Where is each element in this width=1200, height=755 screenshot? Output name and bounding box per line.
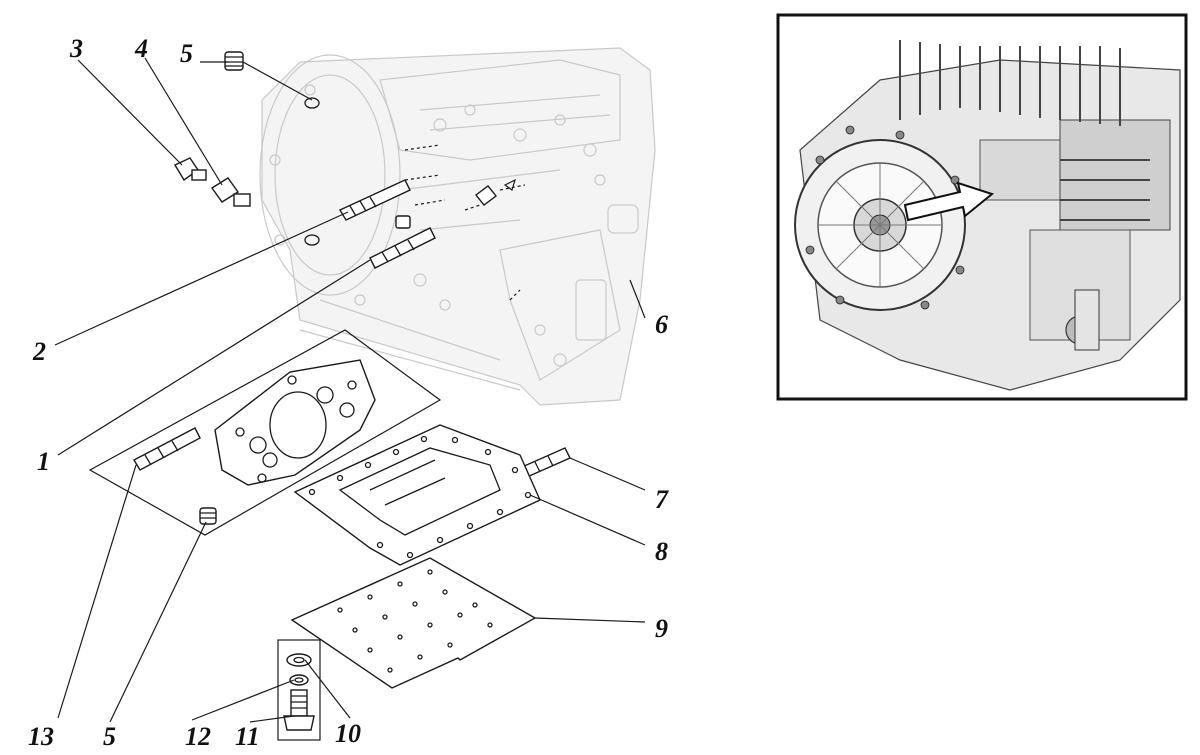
callout-2: 2: [32, 337, 46, 366]
callout-7: 7: [655, 485, 669, 514]
stud-right: [521, 447, 571, 478]
callout-13: 13: [28, 722, 54, 751]
mounting-arrows: [404, 144, 526, 301]
stud-upper: [338, 179, 411, 221]
transmission-housing: [259, 47, 656, 406]
callout-10: 10: [335, 719, 361, 748]
callout-5-top: 5: [180, 39, 193, 68]
screw-plug: [174, 157, 207, 182]
cover-plate: [290, 557, 537, 689]
callout-12: 12: [185, 722, 211, 751]
plug-bottom: [199, 507, 217, 525]
hex-screw: [283, 689, 315, 731]
callout-1: 1: [37, 447, 50, 476]
callout-4: 4: [134, 34, 148, 63]
inset-photo-transmission: [776, 13, 1188, 401]
cover-gasket: [293, 424, 541, 566]
callout-labels: 3 4 5 2 6 1 7 8 9 13 5 12 11 10: [28, 34, 669, 751]
callout-11: 11: [235, 722, 260, 751]
fitting: [210, 177, 251, 207]
callout-9: 9: [655, 614, 668, 643]
adapter-gasket: [214, 359, 376, 486]
stud-lower: [369, 185, 497, 269]
washer-small: [289, 674, 309, 686]
stud-long: [133, 427, 201, 471]
callout-8: 8: [655, 537, 668, 566]
callout-6: 6: [655, 310, 668, 339]
callout-5-bottom: 5: [103, 722, 116, 751]
leader-lines: [54, 57, 646, 723]
plug-top: [224, 51, 244, 71]
washer-large: [286, 653, 312, 667]
callout-3: 3: [69, 34, 83, 63]
